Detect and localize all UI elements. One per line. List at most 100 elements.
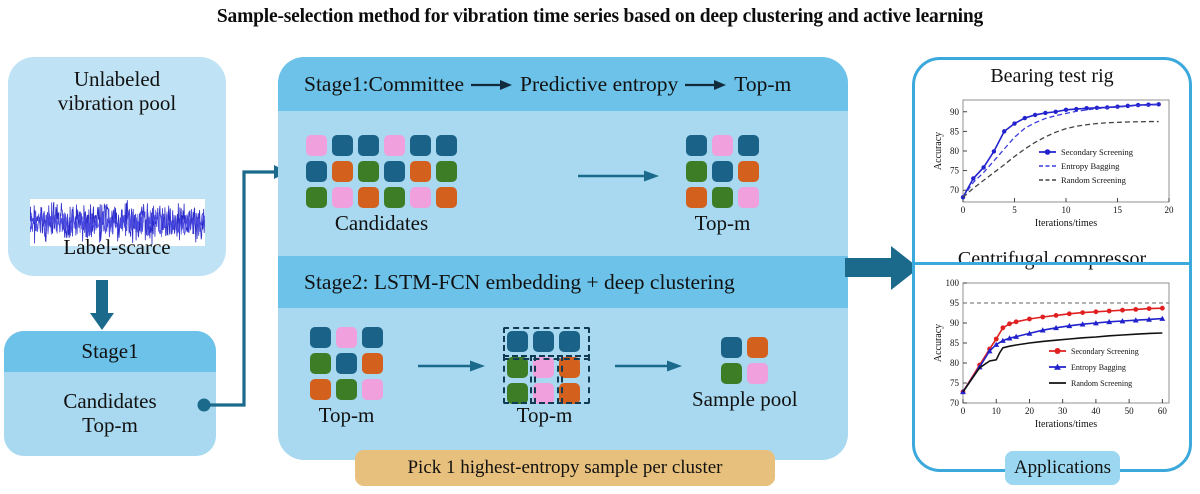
arrow-right-icon [471,72,513,97]
sample-square-teal [533,331,554,352]
sample-square-green [384,187,405,208]
svg-text:Secondary Screening: Secondary Screening [1071,347,1139,356]
svg-text:40: 40 [1091,406,1101,416]
sample-square-pink [306,135,327,156]
svg-text:80: 80 [950,146,960,156]
sample-square-teal [384,161,405,182]
svg-text:Secondary Screening: Secondary Screening [1061,147,1134,157]
sample-square-teal [686,135,707,156]
stage1-topm-grid [686,135,759,208]
clustered-topm-label: Top-m [516,403,573,427]
svg-text:10: 10 [992,406,1002,416]
svg-text:Iterations/times: Iterations/times [1035,218,1097,229]
stage1-flow-arrow-icon [578,169,660,188]
svg-text:Entropy Bagging: Entropy Bagging [1061,161,1120,171]
sample-square-orange [559,357,580,378]
svg-text:95: 95 [950,298,960,308]
pick-rule-caption: Pick 1 highest-entropy sample per cluste… [355,450,775,486]
sample-square-teal [507,331,528,352]
sample-square-pink [533,357,554,378]
sample-square-green [712,187,733,208]
arrow-right-icon-2 [685,72,727,97]
sample-square-orange [686,187,707,208]
sample-square-teal [559,331,580,352]
cluster-box-col-3 [557,355,590,404]
sample-square-green [507,357,528,378]
stage2-topm-block: Top-m [310,327,383,428]
sample-square-teal [336,353,357,374]
clustered-topm-block: Top-m [503,327,590,428]
sample-square-green [507,383,528,404]
svg-text:70: 70 [950,398,960,408]
pool-title-line1: Unlabeled [73,67,161,91]
svg-text:Iterations/times: Iterations/times [1035,419,1097,430]
candidates-grid [306,135,457,208]
stage1-topm-block: Top-m [686,135,759,236]
sample-square-teal [436,135,457,156]
down-arrow-icon [88,280,116,332]
stage2-flow-arrow-1-icon [418,359,486,378]
sample-square-teal [306,161,327,182]
sample-square-teal [712,161,733,182]
svg-text:Accuracy: Accuracy [933,324,944,362]
sample-square-green [686,161,707,182]
sample-square-pink [336,327,357,348]
sample-square-orange [362,353,383,374]
svg-text:30: 30 [1058,406,1068,416]
sample-square-orange [738,161,759,182]
stage2-flow-arrow-2-icon [615,359,683,378]
svg-text:15: 15 [1113,205,1123,215]
candidates-block: Candidates [306,135,457,236]
pool-title: Unlabeled vibration pool [8,67,226,115]
vibration-waveform-image [30,199,205,246]
sample-square-pink [747,363,769,384]
pool-subtitle: Label-scarce [63,235,171,259]
stage1-summary-body: Candidates Top-m [4,372,216,456]
svg-text:10: 10 [1062,205,1072,215]
stage1-summary-header: Stage1 [4,331,216,372]
svg-text:0: 0 [961,406,966,416]
svg-text:Entropy Bagging: Entropy Bagging [1071,363,1126,372]
page-title: Sample-selection method for vibration ti… [216,6,984,27]
sample-square-pink [410,187,431,208]
stage2-header-text: Stage2: LSTM-FCN embedding + deep cluste… [304,269,735,294]
candidates-label: Candidates [334,211,429,235]
stage1-header-part2: Predictive entropy [520,71,679,96]
svg-text:85: 85 [950,126,960,136]
svg-text:80: 80 [950,358,960,368]
sample-square-pink [738,187,759,208]
stage1-header-part3: Top-m [734,71,792,96]
chart-2-title: Centrifugal compressor [957,248,1147,270]
sample-square-pink [362,379,383,400]
unlabeled-pool-panel: Unlabeled vibration pool Label-scarce [8,57,226,276]
stage1-summary-line2: Top-m [82,413,138,437]
sample-square-orange [747,337,769,358]
svg-text:85: 85 [950,338,960,348]
stage2-topm-label: Top-m [318,403,375,427]
svg-text:100: 100 [946,278,960,288]
sample-pool-grid [692,337,798,384]
method-panel: Stage1:Committee Predictive entropy Top-… [278,57,848,460]
sample-square-pink [332,187,353,208]
sample-square-green [358,161,379,182]
sample-square-orange [310,379,331,400]
svg-text:90: 90 [950,107,960,117]
chart-1-title: Bearing test rig [990,65,1114,87]
sample-square-green [436,161,457,182]
sample-square-orange [332,161,353,182]
stage1-header-part1: Stage1:Committee [304,71,465,96]
cluster-box-row-top [503,327,590,360]
stage1-summary-box: Stage1 Candidates Top-m [4,331,216,456]
stage2-header-band: Stage2: LSTM-FCN embedding + deep cluste… [278,256,848,308]
to-applications-arrow-icon [845,245,920,291]
sample-square-teal [362,327,383,348]
sample-square-orange [436,187,457,208]
sample-square-orange [410,161,431,182]
svg-text:Random Screening: Random Screening [1071,379,1132,388]
sample-square-green [306,187,327,208]
sample-square-pink [533,383,554,404]
sample-square-pink [384,135,405,156]
svg-text:20: 20 [1165,205,1175,215]
svg-text:Random Screening: Random Screening [1061,175,1127,185]
